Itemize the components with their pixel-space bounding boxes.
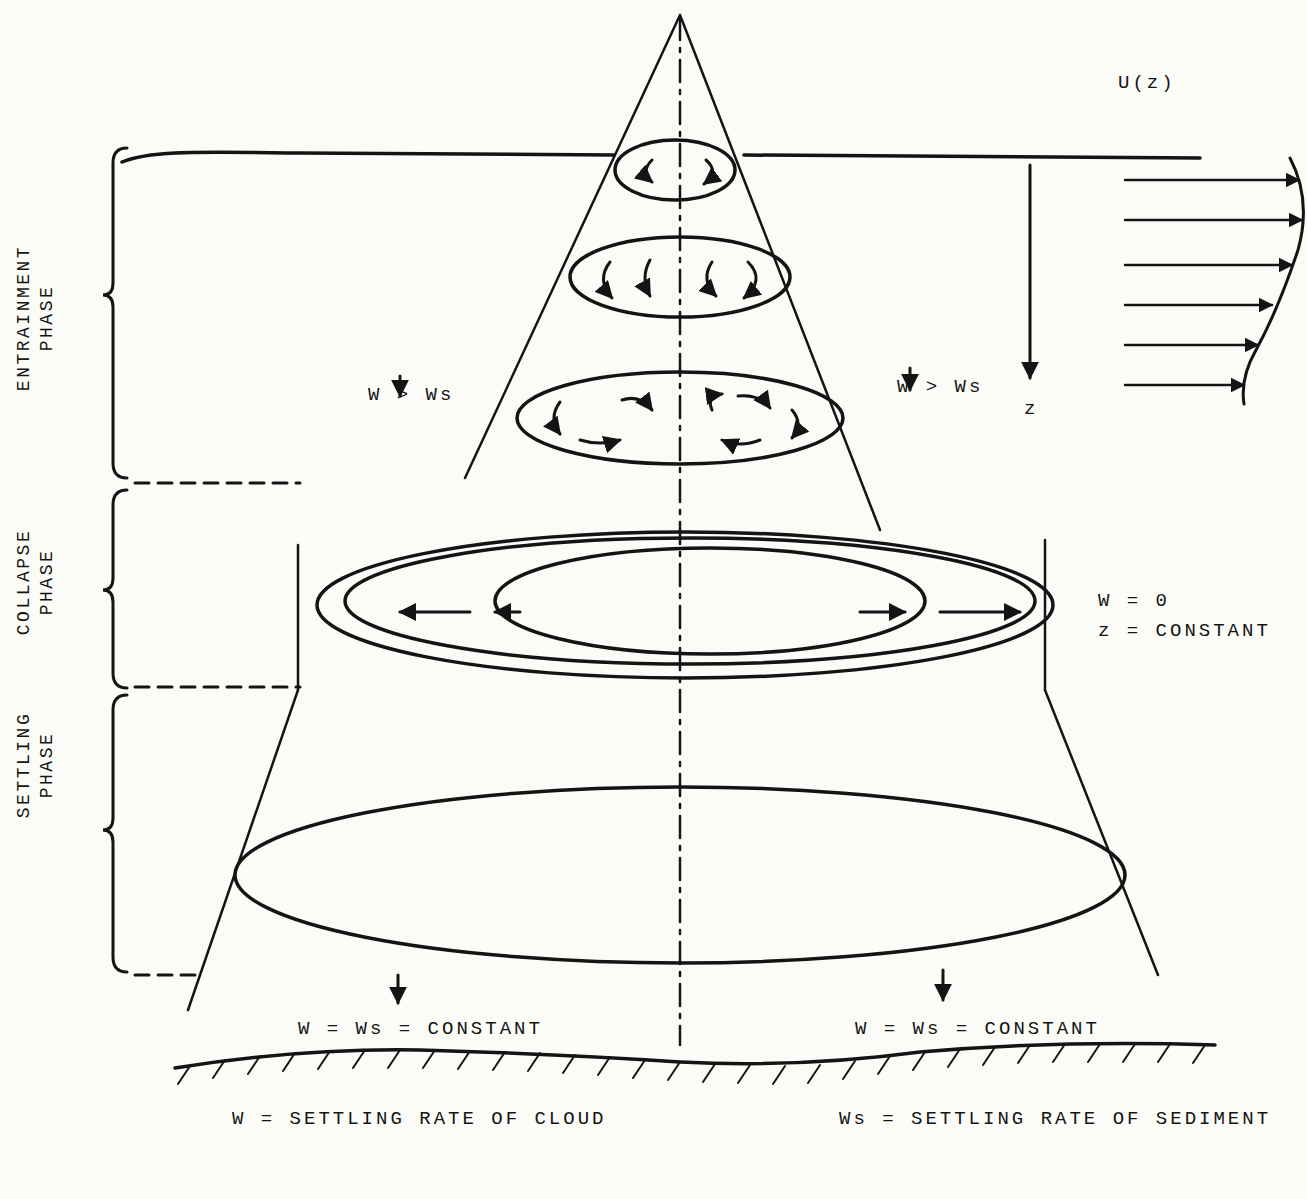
- settling-cloud: [235, 787, 1125, 963]
- sea-floor: [175, 1044, 1215, 1068]
- settling-condition: W = Ws = CONSTANT: [298, 1018, 543, 1041]
- velocity-arrow: [1125, 180, 1302, 385]
- definition-note: Ws = SETTLING RATE OF SEDIMENT: [839, 1108, 1302, 1131]
- cloud-cone: [465, 15, 880, 530]
- cloud-section: [615, 140, 735, 200]
- spreading-arrow: [400, 611, 1020, 614]
- collapse-condition: z = CONSTANT: [1098, 620, 1271, 643]
- collapsing-cloud: [345, 538, 1035, 664]
- phase-label: ENTRAINMENT PHASE: [13, 238, 59, 398]
- phase-bracket: [103, 490, 127, 688]
- phase-divider: [135, 483, 300, 975]
- velocity-profile: [1243, 158, 1303, 404]
- settling-condition: W > Ws: [897, 376, 983, 399]
- settling-condition: W = Ws = CONSTANT: [855, 1018, 1100, 1041]
- velocity-label: U(z): [1118, 72, 1176, 95]
- phase-label: COLLAPSE PHASE: [13, 502, 59, 662]
- cloud-boundary: [188, 690, 1158, 1010]
- collapsing-cloud: [495, 548, 925, 654]
- cloud-section: [570, 237, 790, 317]
- collapse-condition: W = 0: [1098, 590, 1170, 613]
- phase-bracket: [103, 695, 127, 972]
- cloud-boundary: [298, 540, 1045, 690]
- axis-label: z: [1024, 398, 1038, 421]
- phase-bracket: [103, 148, 127, 478]
- sea-floor-hatch: [178, 1044, 1205, 1084]
- phase-label: SETTLING PHASE: [13, 685, 59, 845]
- depth-axis: [1029, 165, 1032, 378]
- vortex-swirl: [554, 160, 798, 444]
- settling-condition: W > Ws: [368, 384, 454, 407]
- water-surface: [744, 155, 1200, 158]
- cloud-section: [517, 372, 843, 464]
- definition-note: W = SETTLING RATE OF CLOUD: [232, 1108, 647, 1131]
- water-surface: [122, 152, 614, 162]
- collapsing-cloud: [317, 532, 1053, 678]
- settling-arrow: [398, 368, 943, 1003]
